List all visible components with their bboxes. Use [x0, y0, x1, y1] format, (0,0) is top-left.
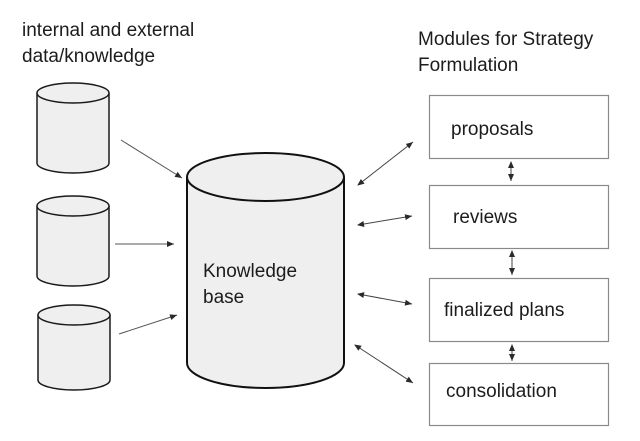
- arrow-source1-to-kb: [120, 139, 183, 179]
- arrow-kb-finalized-plans: [357, 292, 413, 306]
- sources-heading: internal and external data/knowledge: [22, 18, 194, 70]
- arrow-kb-reviews: [357, 214, 413, 227]
- knowledge-base-label: Knowledge base: [203, 259, 297, 311]
- knowledge-base-label-line2: base: [203, 287, 245, 308]
- knowledge-base-cylinder: [186, 152, 345, 389]
- sources-heading-line2: data/knowledge: [22, 46, 156, 67]
- data-source-cylinder-1: [36, 82, 110, 174]
- modules-heading: Modules for Strategy Formulation: [418, 27, 593, 79]
- data-source-cylinder-3: [37, 304, 111, 391]
- modules-heading-line2: Formulation: [418, 55, 519, 76]
- module-label-consolidation: consolidation: [446, 381, 557, 402]
- module-box-finalized-plans: [428, 277, 610, 343]
- data-source-cylinder-2: [36, 195, 110, 287]
- module-box-proposals: [428, 94, 610, 160]
- module-label-finalized-plans: finalized plans: [444, 300, 565, 321]
- modules-heading-line1: Modules for Strategy: [418, 29, 594, 50]
- module-box-reviews: [428, 184, 610, 250]
- arrow-kb-proposals: [357, 141, 414, 186]
- module-box-consolidation: [428, 362, 610, 427]
- arrow-source3-to-kb: [118, 314, 178, 335]
- sources-heading-line1: internal and external: [22, 20, 195, 41]
- module-label-proposals: proposals: [451, 119, 534, 140]
- knowledge-base-label-line1: Knowledge: [203, 261, 298, 282]
- arrow-kb-consolidation: [354, 344, 414, 384]
- module-label-reviews: reviews: [453, 207, 518, 228]
